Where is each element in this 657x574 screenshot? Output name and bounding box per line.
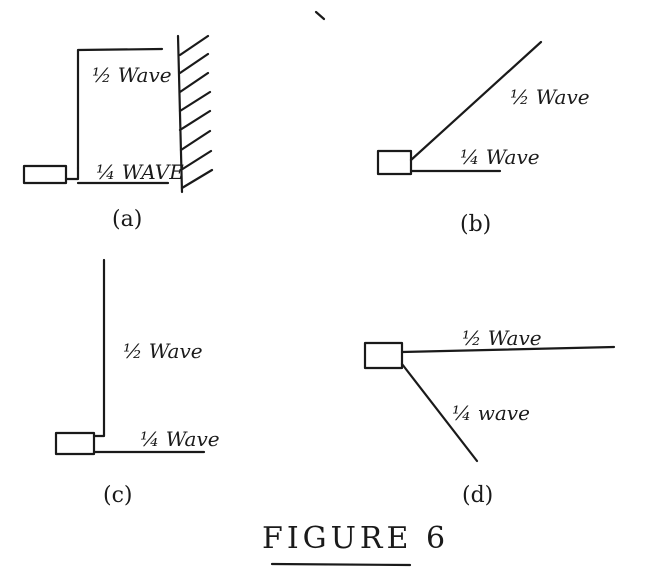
radio-box — [376, 149, 413, 176]
wall-hatching — [178, 34, 214, 190]
wall-line — [176, 34, 184, 194]
panel-caption: (c) — [103, 483, 133, 508]
radio-box — [54, 431, 96, 456]
quarter-wave-wire — [64, 166, 170, 185]
figure-title-group: FIGURE 6 — [262, 521, 449, 567]
pen-mark — [314, 10, 326, 21]
panel-d: ½ Wave ¼ wave (d) — [363, 326, 616, 508]
radio-box — [363, 341, 404, 370]
quarter-wave-wire — [400, 362, 479, 463]
half-wave-label: ½ Wave — [123, 339, 203, 363]
panel-a: ½ Wave ¼ WAVE (a) — [22, 34, 214, 232]
quarter-wave-label: ¼ Wave — [460, 145, 540, 169]
figure-title: FIGURE 6 — [262, 521, 449, 556]
quarter-wave-label: ¼ Wave — [140, 427, 220, 451]
half-wave-label: ½ Wave — [510, 85, 590, 109]
panel-c: ½ Wave ¼ Wave (c) — [54, 258, 220, 508]
panel-caption: (b) — [460, 212, 491, 237]
half-wave-wire — [76, 47, 164, 170]
half-wave-label: ½ Wave — [462, 326, 542, 350]
half-wave-wire — [400, 345, 616, 354]
panel-b: ½ Wave ¼ Wave (b) — [376, 40, 590, 237]
quarter-wave-label: ¼ wave — [452, 401, 530, 425]
panel-caption: (d) — [462, 483, 493, 508]
radio-box — [22, 164, 68, 185]
half-wave-wire — [92, 258, 106, 438]
half-wave-wire — [409, 40, 543, 162]
panel-caption: (a) — [112, 207, 142, 232]
title-underline — [270, 562, 412, 567]
half-wave-label: ½ Wave — [92, 63, 172, 87]
quarter-wave-label: ¼ WAVE — [96, 160, 184, 184]
